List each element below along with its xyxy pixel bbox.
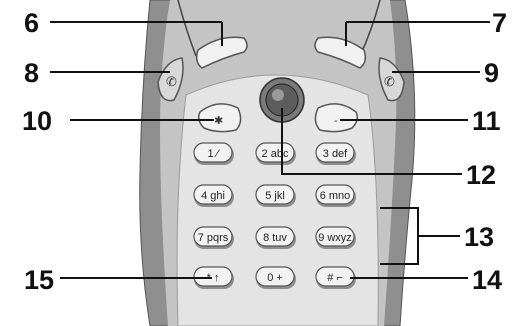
call-icon: ✆ (166, 74, 177, 89)
key-label-k2: 2 abc (262, 148, 289, 160)
star-icon: ✱ (214, 115, 223, 127)
joystick-highlight (272, 89, 284, 101)
key-label-k9: 9 wxyz (318, 232, 352, 244)
key-label-k6: 6 mno (320, 190, 351, 202)
callout-8: 8 (24, 58, 39, 88)
callout-6: 6 (24, 8, 39, 38)
callout-7: 7 (492, 8, 507, 38)
key-label-k5: 5 jkl (265, 190, 285, 202)
key-label-k0: 0 + (267, 272, 283, 284)
key-label-k8: 8 tuv (263, 232, 287, 244)
key-label-k7: 7 pqrs (198, 232, 229, 244)
callout-14: 14 (472, 265, 502, 295)
key-label-k4: 4 ghi (201, 190, 225, 202)
key-label-khash: # ⌐ (327, 272, 343, 284)
end-call-icon: ✆ (384, 74, 395, 89)
dash-icon: - (334, 115, 338, 127)
callout-11: 11 (472, 106, 501, 136)
callout-9: 9 (484, 58, 499, 88)
key-label-k3: 3 def (323, 148, 348, 160)
callout-13: 13 (464, 222, 494, 252)
callout-10: 10 (22, 106, 52, 136)
callout-15: 15 (24, 265, 54, 295)
callout-12: 12 (466, 160, 496, 190)
